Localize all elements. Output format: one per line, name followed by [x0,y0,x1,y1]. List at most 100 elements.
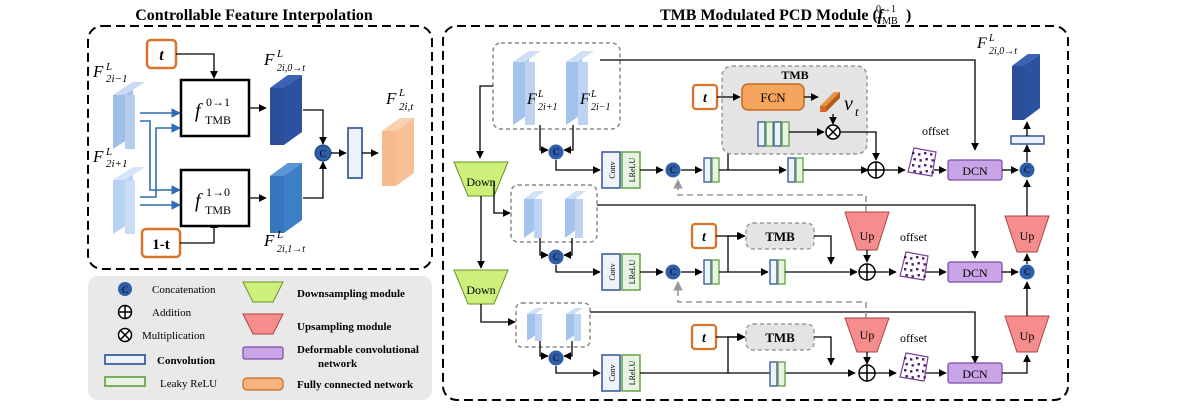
svg-text:1→0: 1→0 [206,185,230,199]
offset-point [930,153,933,156]
offset-point [910,370,913,373]
svg-text:F: F [263,231,275,250]
offset-point [925,170,928,173]
svg-text:F: F [92,147,104,166]
offset-point [905,262,908,265]
tmb-compact-2-label: TMB [765,229,795,244]
offset-point [924,164,927,167]
dcn-label-1: DCN [962,164,988,178]
legend-background [88,276,432,400]
left-panel-border [87,25,433,270]
offset-point [917,274,920,277]
legend-fcn-label: Fully connected network [297,379,414,391]
svg-text:F: F [263,50,275,69]
label-pcd-in-b: F L 2i−1 [579,89,611,113]
offset-point [911,263,914,266]
offset-point [905,274,908,277]
dcn-label-3: DCN [962,367,988,381]
svg-text:Conv: Conv [608,263,617,280]
offset-point [911,376,914,379]
tmb-mult-node [825,124,841,140]
svg-text:LReLU: LReLU [628,158,637,183]
offset-point [910,358,913,361]
up-label-mid-2: Up [860,328,875,342]
svg-text:L: L [537,89,544,100]
legend-dcn-label: Deformable convolutional network [297,344,422,370]
legend-concat-icon [118,282,132,296]
down-label-2: Down [466,283,495,297]
label-in-bottom: F L 2i+1 [92,146,127,170]
level1-feature-a [513,51,541,125]
conv-lrelu-row-1: Conv LReLU [555,151,664,189]
offset-point [922,269,925,272]
level3-feature-b [566,308,583,341]
input-feature-bottom [113,167,145,234]
svg-text:L: L [590,89,597,100]
offset-point [905,363,908,366]
offset-point [910,257,913,260]
legend-up-label: Upsampling module [297,321,392,333]
offset-point [904,256,907,259]
offset-point [923,376,926,379]
offset-point [904,268,907,271]
svg-text:C: C [670,267,676,277]
label-pcd-out: F L 2i,0→t [976,33,1017,57]
conv-lrelu-row-2: Conv LReLU [555,253,664,291]
offset-point [904,357,907,360]
conv-lrelu-row-3: Conv LReLU [555,354,856,392]
svg-text:LReLU: LReLU [628,260,637,285]
level3-input-group [515,302,591,348]
label-in-top: F L 2i−1 [92,61,127,85]
offset-point [923,364,926,367]
tmb-expanded-title: TMB [781,68,808,82]
svg-text:C: C [553,353,559,363]
vt-vector [820,92,840,112]
level2-input-group [510,184,598,243]
f-tmb-backward-label: f 1→0 TMB [195,185,231,217]
svg-text:Conv: Conv [608,364,617,381]
offset-point [905,375,908,378]
svg-text:Conv: Conv [608,161,617,178]
legend-down-label: Downsampling module [297,288,405,300]
level1-feature-b [566,51,594,125]
up-module-right-1 [1004,215,1050,253]
one-minus-t-label: 1-t [152,237,170,253]
legend-fcn-icon [242,377,284,391]
svg-text:L: L [276,229,283,241]
add-node-1 [867,161,885,179]
offset-point [912,152,915,155]
svg-text:2i,t: 2i,t [399,101,414,113]
offset-point [916,268,919,271]
output-feature-backward [270,163,302,233]
legend-up-icon [242,313,284,335]
svg-text:L: L [105,146,112,158]
offset-grid-1 [907,147,937,177]
svg-text:TMB: TMB [205,203,231,217]
tmb-compact-3-label: TMB [765,330,795,345]
offset-point [922,370,925,373]
svg-text:L: L [105,61,112,73]
svg-text:2i,0→t: 2i,0→t [989,46,1017,57]
legend-down-icon [242,281,284,303]
offset-point [913,158,916,161]
offset-point [916,357,919,360]
left-panel-title: Controllable Feature Interpolation [135,7,373,24]
dcn-label-2: DCN [962,266,988,280]
offset-point [917,375,920,378]
svg-text:): ) [906,7,911,24]
offset-point [917,262,920,265]
level2-feature-b [565,191,586,238]
legend-add-icon [117,304,133,320]
offset-point [904,369,907,372]
svg-text:F: F [579,91,590,108]
left-concat-symbol: C [320,149,327,160]
legend-conv-label: Convolution [157,355,215,367]
level1-input-group [492,42,621,130]
f-tmb-forward-box [179,78,251,138]
t-label-tmb3: t [702,331,707,346]
svg-text:L: L [276,48,283,60]
output-feature-forward [270,75,302,145]
up-label-right-1: Up [1020,229,1035,243]
up-module-right-2 [1004,315,1050,353]
